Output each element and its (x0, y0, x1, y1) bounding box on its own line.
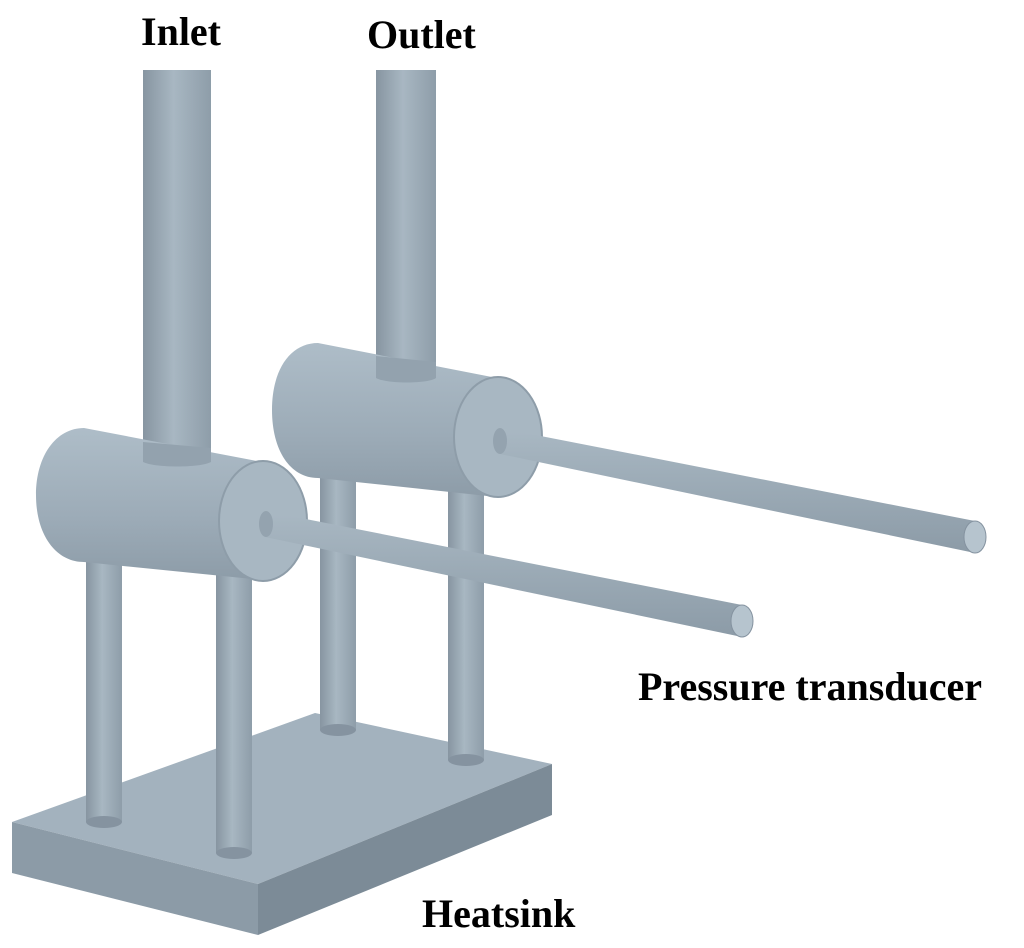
outlet-leg-left (320, 450, 356, 730)
inlet-leg-right-foot (216, 847, 252, 859)
outlet-transducer-rod-tip (963, 520, 987, 554)
inlet-transducer-rod (265, 511, 742, 637)
outlet-pipe (376, 70, 436, 380)
outlet-transducer-rod-root (493, 428, 507, 454)
outlet-cylinder-body (272, 343, 497, 497)
inlet-label: Inlet (141, 9, 222, 54)
outlet-leg-right (448, 470, 484, 760)
inlet-transducer-rod-tip (730, 604, 754, 638)
pressure-transducer-label: Pressure transducer (638, 664, 982, 709)
inlet-leg-left (86, 540, 122, 822)
inlet-leg-left-foot (86, 816, 122, 828)
outlet-label: Outlet (367, 12, 477, 57)
outlet-transducer-rod (500, 428, 975, 553)
heatsink-block (12, 713, 552, 935)
outlet-assembly (272, 70, 987, 766)
heatsink-label: Heatsink (422, 891, 576, 936)
inlet-leg-right (216, 565, 252, 853)
inlet-transducer-rod-root (259, 511, 273, 537)
heatsink-front-face (12, 822, 258, 935)
inlet-pipe (143, 70, 211, 462)
heatsink-side-face (258, 764, 552, 935)
outlet-leg-right-foot (448, 754, 484, 766)
inlet-assembly (36, 70, 754, 859)
heatsink-top-face (12, 713, 552, 884)
outlet-leg-left-foot (320, 724, 356, 736)
inlet-cylinder-body (36, 428, 262, 580)
outlet-pipe-joint (376, 356, 436, 383)
inlet-pipe-joint (143, 442, 211, 467)
